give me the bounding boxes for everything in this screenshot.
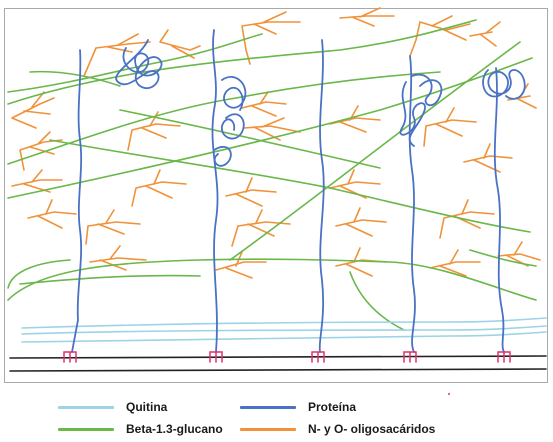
chitin-swatch	[58, 405, 114, 409]
oligosaccharide-branch	[225, 177, 277, 207]
legend-item-oligosaccharides: N- y O- oligosacáridos	[240, 422, 435, 436]
membrane-line-lower	[9, 368, 547, 372]
glucan-strand	[7, 33, 263, 93]
legend-label-oligosaccharides: N- y O- oligosacáridos	[308, 422, 436, 436]
protein-chain	[211, 29, 219, 353]
oligosaccharide-branch	[339, 7, 395, 27]
glucan-strand	[469, 249, 537, 267]
chitin-fiber	[21, 317, 547, 329]
plasma-membrane	[9, 355, 547, 372]
protein-chain	[318, 39, 325, 353]
oligosaccharide-branch	[215, 251, 267, 279]
oligosaccharide-branch	[507, 83, 537, 109]
glucan-strand	[7, 258, 537, 301]
oligosaccharide-branch	[409, 15, 471, 57]
glucan-strand	[229, 41, 521, 261]
oligosaccharide-branch	[27, 199, 77, 229]
oligosaccharide-chains	[11, 7, 541, 279]
protein-coil	[115, 39, 163, 89]
oligosaccharides-swatch	[240, 427, 296, 431]
oligosaccharide-branch	[83, 33, 151, 77]
gpi-anchor-icon	[403, 351, 417, 363]
stray-dot	[448, 393, 450, 395]
glucan-strand	[7, 19, 477, 105]
glucan-strand	[7, 57, 533, 199]
oligosaccharide-branch	[231, 209, 291, 247]
gpi-anchor-icon	[63, 351, 77, 363]
glucan-strand	[49, 139, 531, 233]
glucan-strand	[19, 274, 201, 285]
chitin-fiber	[21, 331, 547, 343]
oligosaccharide-branch	[241, 91, 287, 117]
protein-coil	[399, 73, 443, 147]
oligosaccharide-branch	[329, 105, 381, 133]
protein-chain	[408, 55, 416, 353]
oligosaccharide-branch	[335, 207, 387, 237]
glucan-strand	[349, 271, 405, 331]
glucan-strand	[7, 259, 71, 289]
chitin-fibers	[21, 317, 547, 343]
oligosaccharide-branch	[131, 169, 187, 207]
oligosaccharide-branch	[19, 131, 63, 171]
protein-chain	[71, 49, 83, 353]
protein-swatch	[240, 405, 296, 409]
protein-coil	[213, 76, 247, 167]
protein-coil	[482, 69, 526, 100]
chitin-fiber	[21, 325, 547, 335]
proteins	[71, 29, 526, 353]
glucan-strands	[7, 19, 537, 331]
gpi-anchor-icon	[311, 351, 325, 363]
oligosaccharide-branch	[429, 249, 481, 277]
oligosaccharide-branch	[85, 209, 141, 245]
oligosaccharide-branch	[439, 199, 495, 239]
oligosaccharide-branch	[159, 29, 201, 59]
oligosaccharide-branch	[243, 117, 301, 141]
oligosaccharide-branch	[127, 111, 181, 151]
oligosaccharide-branch	[469, 21, 501, 47]
gpi-anchor-icon	[497, 351, 511, 363]
legend-label-chitin: Quitina	[126, 400, 168, 414]
glucan-strand	[29, 70, 121, 87]
oligosaccharide-branch	[423, 107, 477, 147]
legend: Quitina Proteína Beta-1.3-glucano N- y O…	[0, 398, 553, 442]
membrane-line-upper	[9, 355, 547, 359]
legend-item-chitin: Quitina	[58, 400, 167, 414]
oligosaccharide-branch	[463, 143, 513, 173]
gpi-anchors	[63, 351, 511, 363]
glucan-strand	[7, 71, 441, 165]
oligosaccharide-branch	[11, 91, 55, 129]
legend-label-glucan: Beta-1.3-glucano	[126, 422, 223, 436]
diagram-frame	[4, 8, 548, 383]
cell-wall-diagram	[4, 7, 548, 395]
legend-item-glucan: Beta-1.3-glucano	[58, 422, 223, 436]
legend-label-protein: Proteína	[308, 400, 357, 414]
protein-chain	[493, 67, 505, 353]
legend-item-protein: Proteína	[240, 400, 356, 414]
oligosaccharide-branch	[241, 11, 301, 65]
glucan-strand	[119, 109, 381, 169]
gpi-anchor-icon	[209, 351, 223, 363]
glucan-swatch	[58, 427, 114, 431]
